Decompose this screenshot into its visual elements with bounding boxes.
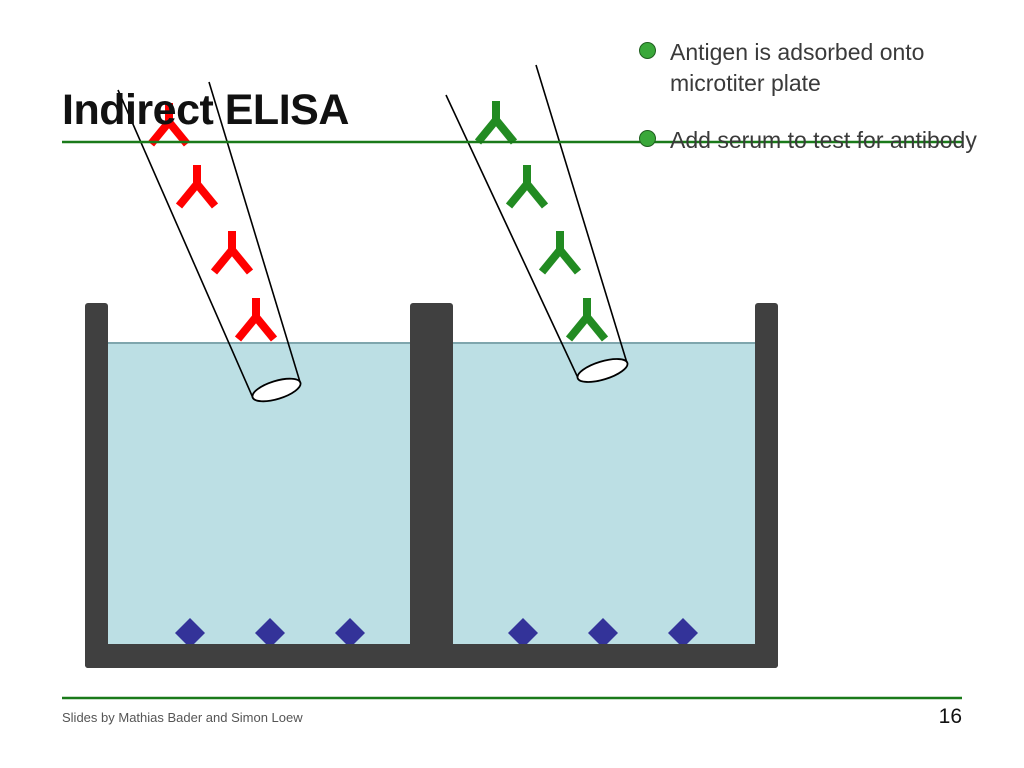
antigen-diamond <box>508 618 538 648</box>
well-wall-right <box>755 303 778 668</box>
well-walls <box>85 303 778 668</box>
antibody-icon <box>175 165 219 209</box>
rules <box>62 140 962 700</box>
antibody-icon <box>505 165 549 209</box>
antibody-arm <box>474 117 500 145</box>
slide-title: Indirect ELISA <box>62 86 349 134</box>
liquid-right-well <box>452 343 755 644</box>
antigen-diamond <box>668 618 698 648</box>
footer-credit: Slides by Mathias Bader and Simon Loew <box>62 710 303 725</box>
antibody-arm <box>210 247 236 275</box>
green-dot-icon <box>639 42 656 59</box>
antibody-icon <box>565 298 609 342</box>
antibody-arm <box>147 119 173 147</box>
antibody-arm <box>228 247 254 275</box>
antibody-icon <box>210 231 254 275</box>
bullet-text: Antigen is adsorbed onto microtiter plat… <box>670 39 925 96</box>
antibody-arm <box>252 314 278 342</box>
antibody-arm <box>193 181 219 209</box>
pipette-edge <box>208 81 301 383</box>
antibody-icon <box>474 101 518 145</box>
bullet-item: Antigen is adsorbed onto microtiter plat… <box>638 37 978 99</box>
antibody-arm <box>175 181 201 209</box>
bullet-item: Add serum to test for antibody <box>638 125 978 156</box>
well-wall-left <box>85 303 108 668</box>
antibody-arm <box>583 314 609 342</box>
pipette-edge <box>535 64 628 364</box>
antibodies <box>147 101 609 342</box>
antibody-arm <box>538 247 564 275</box>
antibody-icon <box>234 298 278 342</box>
antibody-arm <box>165 119 191 147</box>
antibody-arm <box>505 181 531 209</box>
antibody-arm <box>556 247 582 275</box>
bullet-text: Add serum to test for antibody <box>670 127 977 153</box>
bullet-list: Antigen is adsorbed onto microtiter plat… <box>638 37 978 182</box>
page-number: 16 <box>938 705 962 728</box>
antibody-icon <box>147 103 191 147</box>
antigen-diamond <box>588 618 618 648</box>
antigen-diamond <box>335 618 365 648</box>
antibody-arm <box>492 117 518 145</box>
antibody-icon <box>538 231 582 275</box>
well-wall-middle <box>410 303 453 668</box>
antigen-layer <box>175 618 698 648</box>
pipette-tip-left-well <box>251 377 302 403</box>
antibody-arm <box>523 181 549 209</box>
antigen-diamond <box>175 618 205 648</box>
antibody-arm <box>234 314 260 342</box>
antibody-arm <box>565 314 591 342</box>
green-dot-icon <box>639 130 656 147</box>
antigen-diamond <box>255 618 285 648</box>
pipette-tip-right-well <box>576 358 629 383</box>
well-plate-base <box>85 644 778 668</box>
